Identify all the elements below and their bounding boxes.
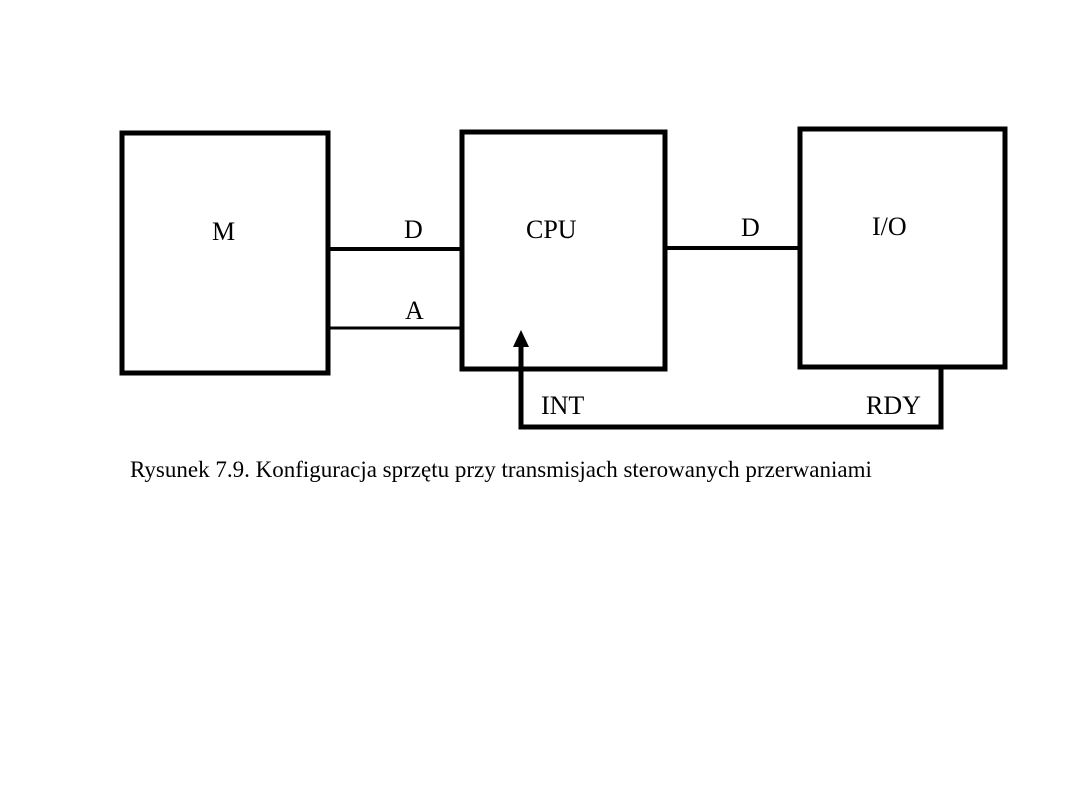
memory-block xyxy=(119,130,331,376)
figure-caption: Rysunek 7.9. Konfiguracja sprzętu przy t… xyxy=(130,457,872,482)
memory-data-bus-label: D xyxy=(404,215,423,244)
interrupt-arrowhead xyxy=(513,330,529,347)
io-block xyxy=(797,126,1008,370)
memory-address-bus-label: A xyxy=(405,296,424,325)
cpu-label: CPU xyxy=(526,215,577,244)
ready-label: RDY xyxy=(866,391,921,420)
interrupt-line xyxy=(518,345,944,430)
io-data-bus-label: D xyxy=(741,213,760,242)
memory-label: M xyxy=(212,217,235,246)
cpu-block xyxy=(459,129,668,372)
io-label: I/O xyxy=(872,212,907,241)
interrupt-label: INT xyxy=(541,391,584,420)
